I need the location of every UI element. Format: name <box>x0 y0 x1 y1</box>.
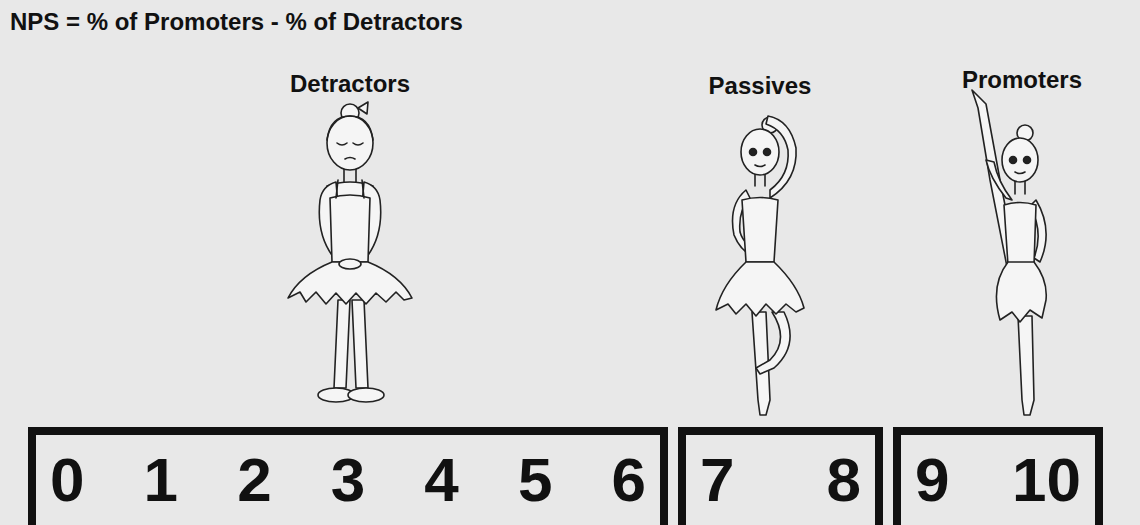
group-label: Passives <box>709 72 812 101</box>
score-number: 5 <box>518 449 552 511</box>
score-number: 0 <box>50 449 84 511</box>
passive-ballerina-part <box>716 262 804 316</box>
promoter-ballerina-part <box>1002 138 1038 182</box>
group-label: Promoters <box>962 66 1082 95</box>
promoter-ballerina-part <box>1010 157 1017 164</box>
score-number: 2 <box>237 449 271 511</box>
score-bracket: 9 10 <box>893 427 1103 525</box>
promoter-ballerina-part <box>1024 157 1031 164</box>
score-bracket: 0123456 <box>28 427 668 525</box>
score-number: 10 <box>1012 449 1081 511</box>
score-number: 9 <box>915 449 949 511</box>
promoter-ballerina <box>972 90 1046 415</box>
promoter-ballerina-part <box>1004 203 1036 266</box>
score-bracket: 78 <box>678 427 883 525</box>
score-number: 1 <box>144 449 178 511</box>
diagram-title: NPS = % of Promoters - % of Detractors <box>10 8 463 37</box>
score-number: 8 <box>827 449 861 511</box>
detractor-ballerina-part <box>345 158 355 160</box>
passive-ballerina-part <box>756 312 790 374</box>
promoter-ballerina-part <box>1015 181 1025 194</box>
promoter-ballerina-part <box>996 262 1046 322</box>
detractor-ballerina-part <box>339 259 361 269</box>
detractor-ballerina-part <box>327 116 373 170</box>
promoter-ballerina-part <box>1015 172 1025 174</box>
detractor-ballerina-part <box>344 169 356 182</box>
score-number: 7 <box>700 449 734 511</box>
detractor-ballerina-part <box>330 195 370 262</box>
score-number: 6 <box>611 449 645 511</box>
detractor-ballerina-part <box>352 300 368 388</box>
passive-ballerina <box>716 116 804 415</box>
detractor-ballerina <box>288 102 412 402</box>
detractor-ballerina-part <box>348 388 384 402</box>
group-label: Detractors <box>290 70 410 99</box>
detractor-ballerina-part <box>327 116 373 140</box>
passive-ballerina-part <box>741 129 779 175</box>
passive-ballerina-part <box>764 149 771 156</box>
detractor-ballerina-part <box>334 300 350 388</box>
score-number: 4 <box>424 449 458 511</box>
promoter-ballerina-part <box>1018 316 1034 415</box>
passive-ballerina-part <box>755 165 765 167</box>
passive-ballerina-part <box>742 198 778 263</box>
detractor-ballerina-part <box>336 180 364 198</box>
detractor-ballerina-part <box>358 102 368 114</box>
passive-ballerina-part <box>750 149 757 156</box>
score-number: 3 <box>331 449 365 511</box>
detractor-ballerina-part <box>337 143 363 145</box>
